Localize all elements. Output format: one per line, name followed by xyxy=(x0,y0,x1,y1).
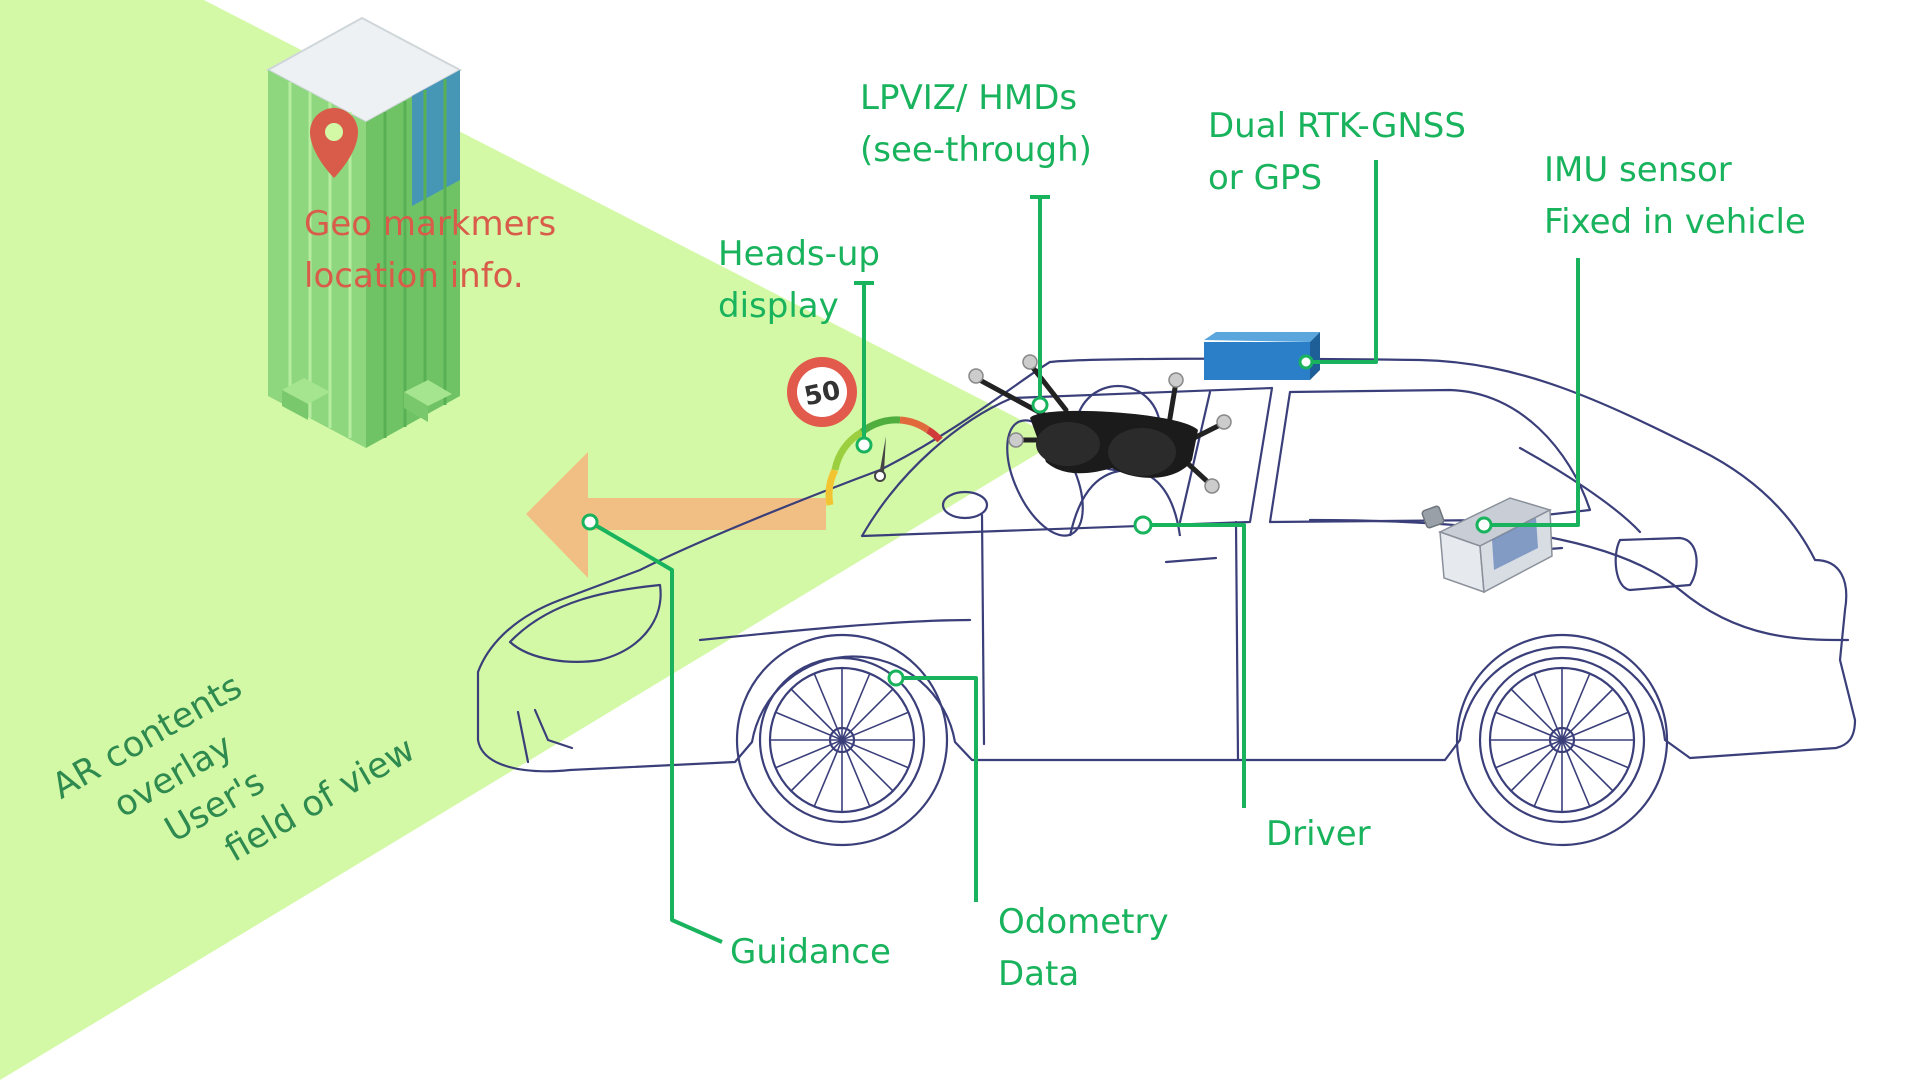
guidance-label: Guidance xyxy=(730,926,891,978)
rear-wheel-icon xyxy=(1455,633,1669,847)
geo-markers-label-line1: Geo markmers xyxy=(304,204,557,244)
driver-label-line1: Driver xyxy=(1266,814,1371,854)
gauge-needle-icon xyxy=(880,436,886,472)
building-icon xyxy=(265,16,463,448)
odometry-leader-line xyxy=(896,676,978,902)
field-of-view-wedge xyxy=(0,0,1060,1080)
geo-markers-label-line2: location info. xyxy=(304,256,524,296)
gnss-label-line1: Dual RTK-GNSS xyxy=(1208,106,1466,146)
hud-label-line1: Heads-up xyxy=(718,234,881,274)
guidance-leader-line xyxy=(588,520,723,944)
gnss-leader-line xyxy=(1306,160,1378,364)
leader-endpoints xyxy=(581,354,1493,687)
gnss-label: Dual RTK-GNSS or GPS xyxy=(1208,100,1466,204)
imu-label: IMU sensor Fixed in vehicle xyxy=(1544,144,1806,248)
imu-leader-line xyxy=(1484,258,1580,527)
hmd-label-line2: (see-through) xyxy=(860,130,1092,170)
odometry-label: Odometry Data xyxy=(998,896,1169,1000)
guidance-label-line1: Guidance xyxy=(730,932,891,972)
lpviz-headset-icon xyxy=(968,354,1232,494)
map-pin-icon xyxy=(310,108,358,178)
odometry-label-line2: Data xyxy=(998,954,1080,994)
driver-label: Driver xyxy=(1266,808,1371,860)
speed-limit-sign-icon xyxy=(787,357,857,427)
front-wheel-icon xyxy=(735,633,949,847)
leader-lines xyxy=(588,160,1580,944)
driver-leader-line xyxy=(1143,523,1246,808)
gnss-label-line2: or GPS xyxy=(1208,158,1323,198)
hmd-label: LPVIZ/ HMDs (see-through) xyxy=(860,72,1092,176)
imu-label-line2: Fixed in vehicle xyxy=(1544,202,1806,242)
hud-label: Heads-up display xyxy=(718,228,880,332)
guidance-arrow-icon xyxy=(526,452,826,578)
hmd-label-line1: LPVIZ/ HMDs xyxy=(860,78,1078,118)
geo-markers-label: Geo markmers location info. xyxy=(304,198,556,302)
hud-label-line2: display xyxy=(718,286,839,326)
gnss-receiver-box-icon xyxy=(1204,332,1320,380)
imu-label-line1: IMU sensor xyxy=(1544,150,1732,190)
odometry-label-line1: Odometry xyxy=(998,902,1169,942)
speed-limit-value: 50 xyxy=(802,376,844,413)
imu-sensor-icon xyxy=(1421,497,1553,594)
